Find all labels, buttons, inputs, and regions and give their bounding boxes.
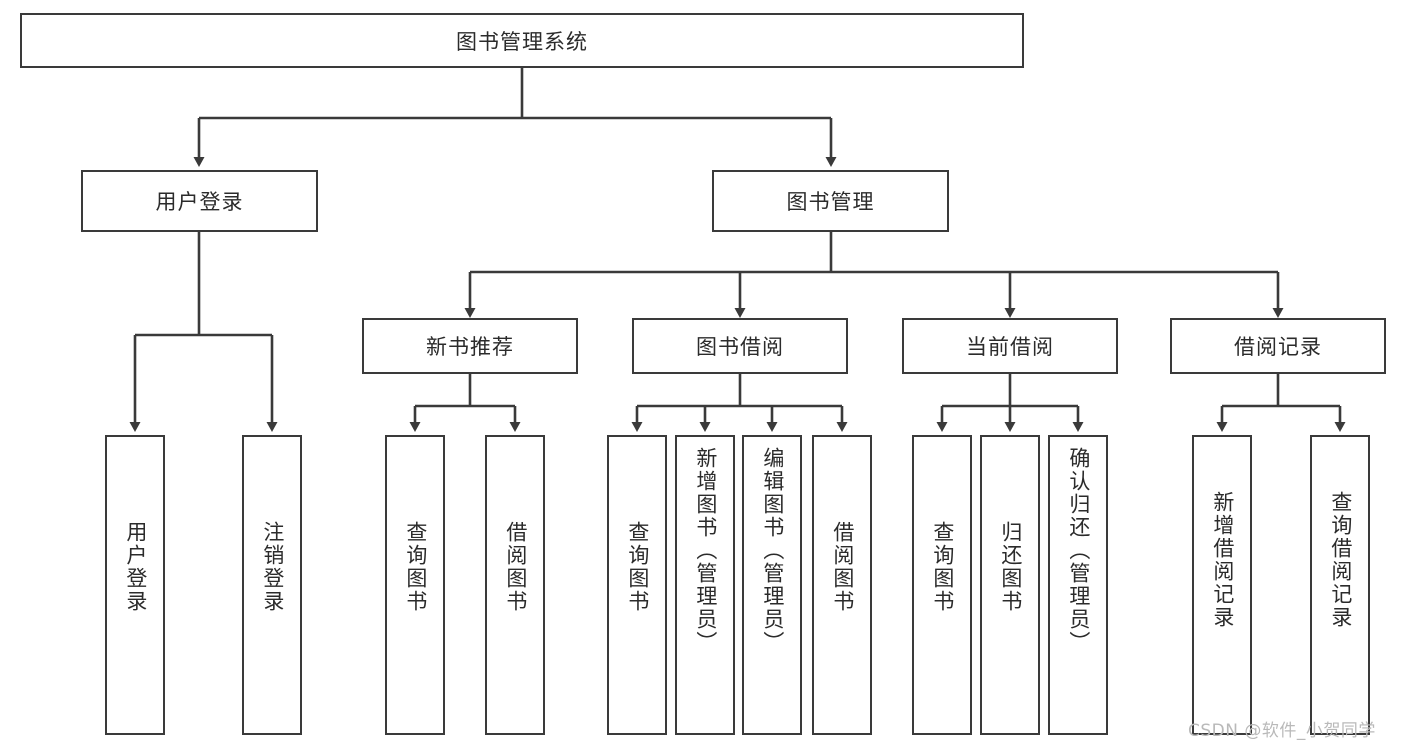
leaf-label: 查询图书 (930, 521, 955, 613)
node-borrow-record-label: 借阅记录 (1234, 335, 1322, 359)
leaf-book-borrow-query[interactable]: 查询图书 (607, 435, 667, 735)
node-user-login[interactable]: 用户登录 (81, 170, 318, 232)
node-root[interactable]: 图书管理系统 (20, 13, 1024, 68)
leaf-label: 新增借阅记录 (1210, 491, 1235, 629)
leaf-new-book-query[interactable]: 查询图书 (385, 435, 445, 735)
leaf-label: 确认归还（管理员） (1066, 447, 1091, 654)
leaf-label: 归还图书 (998, 521, 1023, 613)
leaf-label: 新增图书（管理员） (693, 447, 718, 654)
leaf-book-borrow-add[interactable]: 新增图书（管理员） (675, 435, 735, 735)
node-new-book-recommend-label: 新书推荐 (426, 335, 514, 359)
node-borrow-record[interactable]: 借阅记录 (1170, 318, 1386, 374)
leaf-label: 查询图书 (403, 521, 428, 613)
leaf-current-borrow-query[interactable]: 查询图书 (912, 435, 972, 735)
watermark: CSDN @软件_小贺同学 (1188, 721, 1376, 741)
leaf-book-borrow-edit[interactable]: 编辑图书（管理员） (742, 435, 802, 735)
node-root-label: 图书管理系统 (456, 29, 588, 54)
leaf-label: 注销登录 (260, 521, 285, 613)
leaf-label: 查询图书 (625, 521, 650, 613)
leaf-new-book-borrow[interactable]: 借阅图书 (485, 435, 545, 735)
leaf-label: 借阅图书 (503, 521, 528, 613)
node-book-borrow-label: 图书借阅 (696, 335, 784, 359)
node-book-management-label: 图书管理 (786, 190, 875, 214)
leaf-user-login-logout[interactable]: 注销登录 (242, 435, 302, 735)
leaf-label: 借阅图书 (830, 521, 855, 613)
leaf-label: 编辑图书（管理员） (760, 447, 785, 654)
node-current-borrow[interactable]: 当前借阅 (902, 318, 1118, 374)
leaf-current-borrow-return[interactable]: 归还图书 (980, 435, 1040, 735)
node-user-login-label: 用户登录 (155, 190, 244, 214)
node-book-borrow[interactable]: 图书借阅 (632, 318, 848, 374)
leaf-borrow-record-add[interactable]: 新增借阅记录 (1192, 435, 1252, 735)
node-book-management[interactable]: 图书管理 (712, 170, 949, 232)
leaf-book-borrow-borrow[interactable]: 借阅图书 (812, 435, 872, 735)
leaf-borrow-record-query[interactable]: 查询借阅记录 (1310, 435, 1370, 735)
leaf-label: 用户登录 (123, 521, 148, 613)
node-new-book-recommend[interactable]: 新书推荐 (362, 318, 578, 374)
leaf-user-login-login[interactable]: 用户登录 (105, 435, 165, 735)
node-current-borrow-label: 当前借阅 (966, 335, 1054, 359)
leaf-label: 查询借阅记录 (1328, 491, 1353, 629)
leaf-current-borrow-confirm-return[interactable]: 确认归还（管理员） (1048, 435, 1108, 735)
